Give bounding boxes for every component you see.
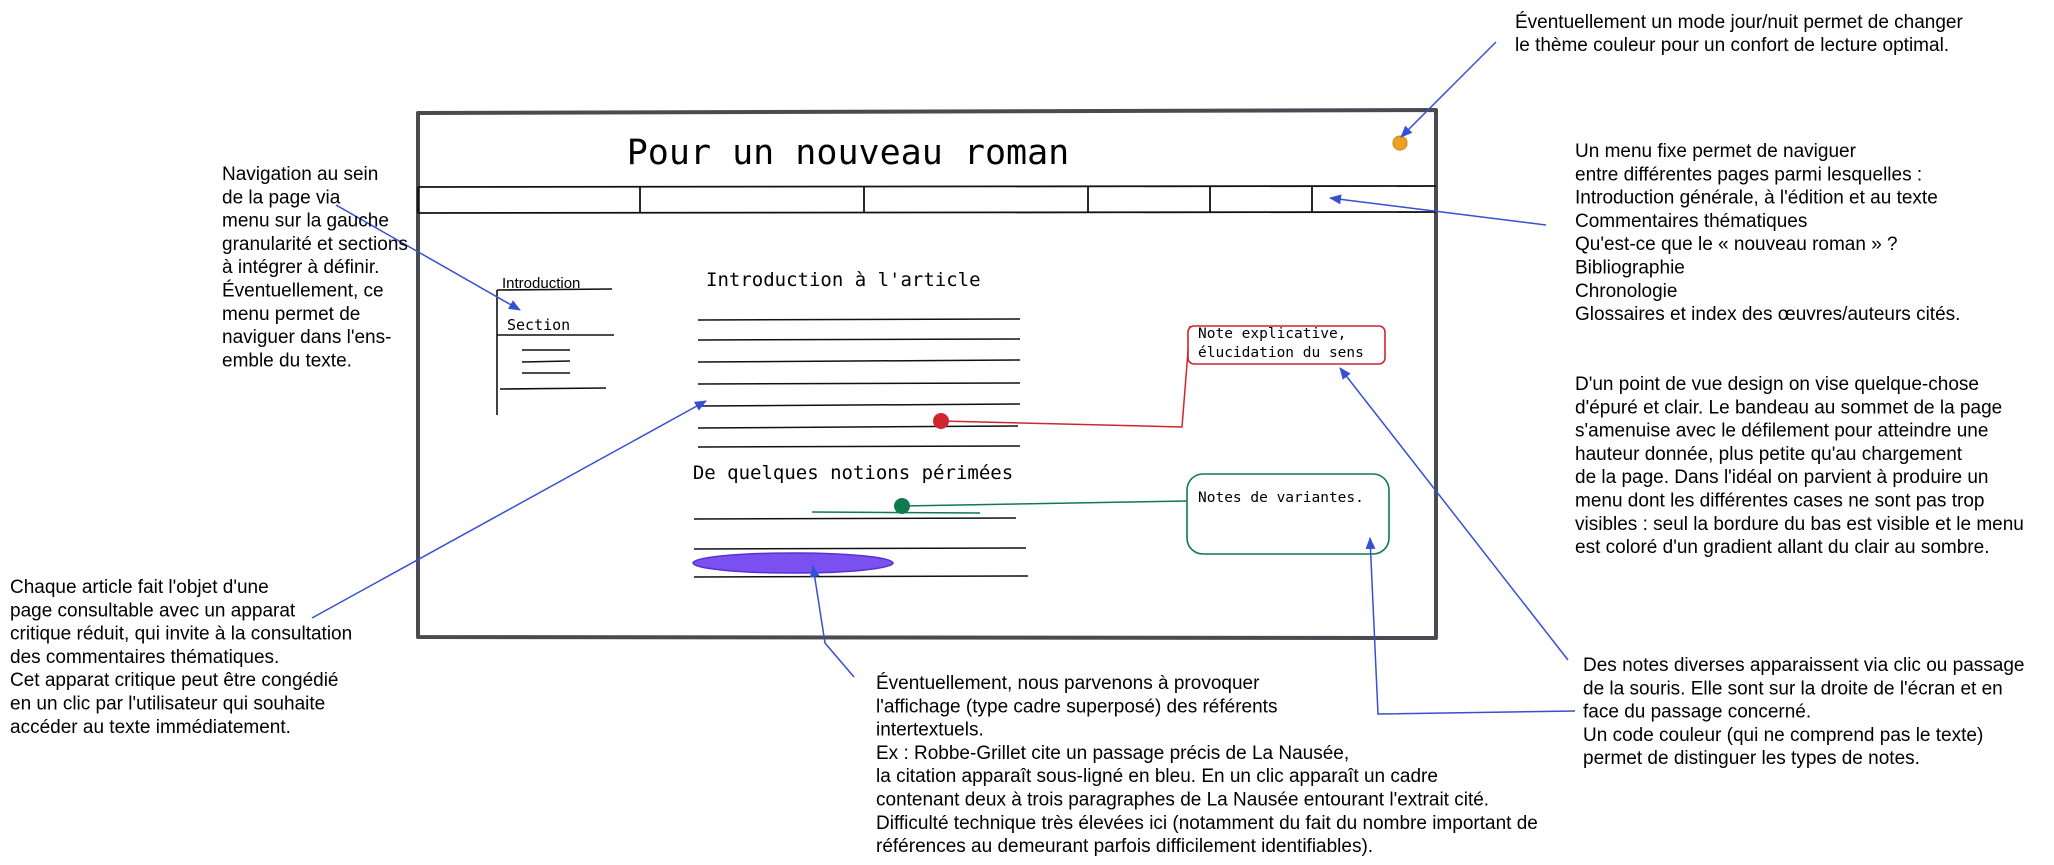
- annotation-line: Introduction générale, à l'édition et au…: [1575, 188, 1938, 209]
- annotation-line: hauteur donnée, plus petite qu'au charge…: [1575, 444, 1963, 465]
- annotation-line: menu permet de: [222, 304, 360, 325]
- annotation-line: naviguer dans l'ens-: [222, 327, 391, 348]
- arrow-intertext: [809, 565, 855, 678]
- arrow-navigation: [335, 204, 521, 311]
- annotation-line: Qu'est-ce que le « nouveau roman » ?: [1575, 234, 1898, 255]
- annotation-line: de la page. Dans l'idéal on parvient à p…: [1575, 467, 1988, 488]
- explanatory-note-line-2: élucidation du sens: [1198, 345, 1364, 361]
- explanatory-note-box[interactable]: [1187, 325, 1386, 365]
- annotation-line: Chaque article fait l'objet d'une: [10, 577, 269, 598]
- annotation-navigation: Navigation au sein de la page via menu s…: [222, 164, 413, 371]
- annotation-line: l'affichage (type cadre superposé) des r…: [876, 696, 1277, 717]
- annotation-line: Commentaires thématiques: [1575, 211, 1807, 232]
- annotation-line: en un clic par l'utilisateur qui souhait…: [10, 694, 325, 715]
- annotation-line: menu sur la gauche: [222, 211, 389, 232]
- annotation-line: est coloré d'un gradient allant du clair…: [1575, 537, 1989, 558]
- annotation-line: d'épuré et clair. Le bandeau au sommet d…: [1575, 397, 2002, 418]
- annotation-line: Un menu fixe permet de naviguer: [1575, 141, 1857, 162]
- annotation-line: face du passage concerné.: [1583, 702, 1811, 723]
- annotation-menu: Un menu fixe permet de naviguer entre di…: [1575, 141, 1960, 325]
- annotation-article-page: Chaque article fait l'objet d'une page c…: [10, 577, 357, 738]
- annotation-line: Glossaires et index des œuvres/auteurs c…: [1575, 304, 1960, 325]
- annotation-line: des commentaires thématiques.: [10, 647, 279, 668]
- annotation-line: Cet apparat critique peut être congédié: [10, 670, 339, 691]
- article-heading-notions: De quelques notions périmées: [693, 462, 1013, 484]
- annotation-line: critique réduit, qui invite à la consult…: [10, 624, 352, 645]
- theme-toggle-dot[interactable]: [1392, 135, 1408, 151]
- sidebar-item-introduction[interactable]: Introduction: [502, 275, 580, 292]
- annotation-line: visibles : seul la bordure du bas est vi…: [1575, 514, 2024, 535]
- annotation-arrows: [311, 41, 1576, 715]
- annotation-line: s'amenuise avec le défilement pour attei…: [1575, 421, 1988, 442]
- annotation-line: accéder au texte immédiatement.: [10, 717, 291, 738]
- arrow-notes-variants: [1365, 537, 1576, 715]
- explanatory-note-group: Note explicative, élucidation du sens: [933, 325, 1386, 429]
- article-content: Introduction à l'article De quelques not…: [692, 269, 1029, 578]
- explanatory-note-line-1: Note explicative,: [1198, 326, 1346, 342]
- annotation-line: Difficulté technique très élevées ici (n…: [876, 813, 1538, 834]
- annotation-line: Éventuellement, nous parvenons à provoqu…: [876, 673, 1260, 694]
- annotation-design: D'un point de vue design on vise quelque…: [1575, 374, 2029, 558]
- annotation-line: Chronologie: [1575, 281, 1677, 302]
- annotation-line: granularité et sections: [222, 234, 408, 255]
- annotation-line: menu dont les différentes cases ne sont …: [1575, 491, 1984, 512]
- arrow-article-page: [311, 400, 707, 619]
- annotation-line: Ex : Robbe-Grillet cite un passage préci…: [876, 743, 1349, 764]
- annotation-line: à intégrer à définir.: [222, 257, 379, 278]
- annotation-line: page consultable avec un apparat: [10, 600, 296, 621]
- annotation-line: D'un point de vue design on vise quelque…: [1575, 374, 1979, 395]
- annotation-line: Éventuellement, ce: [222, 281, 384, 302]
- annotation-line: de la page via: [222, 187, 341, 208]
- site-title: Pour un nouveau roman: [627, 133, 1070, 173]
- annotation-line: Des notes diverses apparaissent via clic…: [1583, 655, 2024, 676]
- annotation-theme-toggle: Éventuellement un mode jour/nuit permet …: [1515, 12, 1968, 56]
- top-menu-bar: [417, 185, 1437, 214]
- annotation-intertext: Éventuellement, nous parvenons à provoqu…: [876, 673, 1543, 857]
- annotation-line: intertextuels.: [876, 720, 984, 741]
- sidebar-navigation: Introduction Section: [496, 275, 614, 415]
- annotation-line: Éventuellement un mode jour/nuit permet …: [1515, 12, 1963, 33]
- variants-note-group: Notes de variantes.: [811, 473, 1390, 555]
- annotation-line: contenant deux à trois paragraphes de La…: [876, 790, 1489, 811]
- article-heading-introduction: Introduction à l'article: [706, 269, 981, 291]
- arrow-theme-toggle: [1400, 41, 1497, 138]
- variants-note-label: Notes de variantes.: [1198, 490, 1364, 506]
- explanatory-note-connector: [940, 325, 1191, 428]
- annotation-line: Un code couleur (qui ne comprend pas le …: [1583, 725, 1983, 746]
- annotation-line: Navigation au sein: [222, 164, 378, 185]
- annotation-line: entre différentes pages parmi lesquelles…: [1575, 164, 1922, 185]
- intertext-highlight[interactable]: [692, 552, 894, 574]
- window-frame: [416, 108, 1438, 640]
- annotation-line: emble du texte.: [222, 350, 352, 371]
- sidebar-item-section[interactable]: Section: [507, 316, 570, 334]
- annotation-line: de la souris. Elle sont sur la droite de…: [1583, 678, 2003, 699]
- variants-note-connector: [901, 500, 1188, 507]
- arrow-menu: [1329, 194, 1547, 226]
- browser-window-mockup: Pour un nouveau roman Introduction Secti…: [416, 108, 1438, 640]
- annotation-line: la citation apparaît sous-ligné en bleu.…: [876, 766, 1438, 787]
- variants-note-box[interactable]: [1186, 473, 1390, 555]
- variants-note-underline: [811, 511, 981, 514]
- annotation-line: le thème couleur pour un confort de lect…: [1515, 35, 1949, 56]
- annotation-line: Bibliographie: [1575, 258, 1685, 279]
- arrow-notes-explanatory: [1339, 367, 1569, 661]
- annotation-line: permet de distinguer les types de notes.: [1583, 748, 1920, 769]
- annotation-notes: Des notes diverses apparaissent via clic…: [1583, 655, 2030, 769]
- annotation-line: références au demeurant parfois difficil…: [876, 836, 1373, 857]
